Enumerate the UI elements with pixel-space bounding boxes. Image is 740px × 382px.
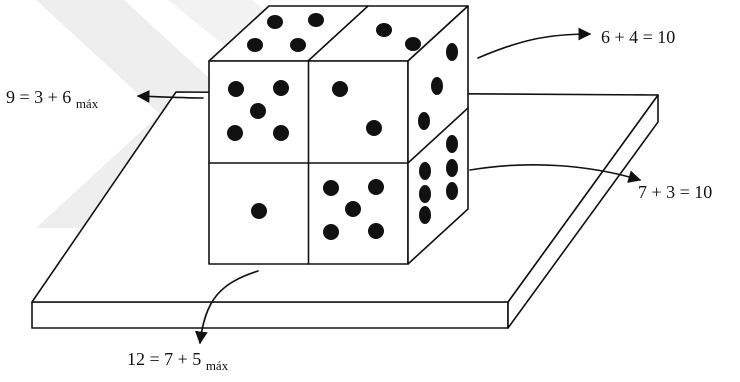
pip-icon — [446, 182, 458, 200]
plate-front-edge — [31, 301, 509, 329]
pip-icon — [250, 103, 266, 119]
pip-icon — [247, 38, 263, 52]
front-lower-right-pips — [323, 179, 384, 240]
pip-icon — [290, 38, 306, 52]
curved-arrow-icon — [477, 27, 592, 59]
pip-icon — [376, 23, 392, 37]
pip-icon — [332, 81, 348, 97]
pip-icon — [366, 120, 382, 136]
pip-icon — [418, 112, 430, 130]
pip-icon — [419, 185, 431, 203]
bottom-equation-subscript: máx — [206, 358, 229, 373]
pip-icon — [323, 224, 339, 240]
pip-icon — [368, 223, 384, 239]
curved-arrow-icon — [194, 270, 259, 345]
right-lower-equation: 7 + 3 = 10 — [638, 182, 712, 202]
front-upper-right-pips — [332, 81, 382, 136]
pip-icon — [273, 125, 289, 141]
annotation-arrows — [136, 27, 642, 345]
pip-icon — [251, 203, 267, 219]
right-divider — [407, 107, 469, 164]
equation-labels: 6 + 4 = 10 9 = 3 + 6 máx 7 + 3 = 10 12 =… — [6, 27, 712, 373]
curved-arrow-icon — [469, 163, 642, 183]
left-equation-main: 9 = 3 + 6 — [6, 87, 71, 107]
front-upper-left-pips — [227, 80, 289, 141]
right-lower-pips — [419, 135, 458, 224]
left-equation: 9 = 3 + 6 máx — [6, 87, 99, 111]
bottom-equation-main: 12 = 7 + 5 — [127, 349, 201, 369]
dice-cube — [208, 5, 469, 265]
pip-icon — [405, 37, 421, 51]
pip-icon — [419, 162, 431, 180]
pip-icon — [267, 15, 283, 29]
top-right-equation: 6 + 4 = 10 — [601, 27, 675, 47]
pip-icon — [323, 180, 339, 196]
top-divider — [307, 5, 369, 62]
pip-icon — [419, 206, 431, 224]
pip-icon — [227, 125, 243, 141]
top-face-pips — [247, 13, 421, 52]
pip-icon — [273, 80, 289, 96]
left-equation-subscript: máx — [76, 96, 99, 111]
pip-icon — [228, 81, 244, 97]
pip-icon — [446, 135, 458, 153]
pip-icon — [431, 77, 443, 95]
front-lower-left-pips — [251, 203, 267, 219]
pip-icon — [368, 179, 384, 195]
curved-arrow-icon — [136, 90, 204, 103]
bottom-equation: 12 = 7 + 5 máx — [127, 349, 229, 373]
pip-icon — [446, 43, 458, 61]
pip-icon — [345, 201, 361, 217]
pip-icon — [308, 13, 324, 27]
right-upper-pips — [418, 43, 458, 130]
pip-icon — [446, 159, 458, 177]
